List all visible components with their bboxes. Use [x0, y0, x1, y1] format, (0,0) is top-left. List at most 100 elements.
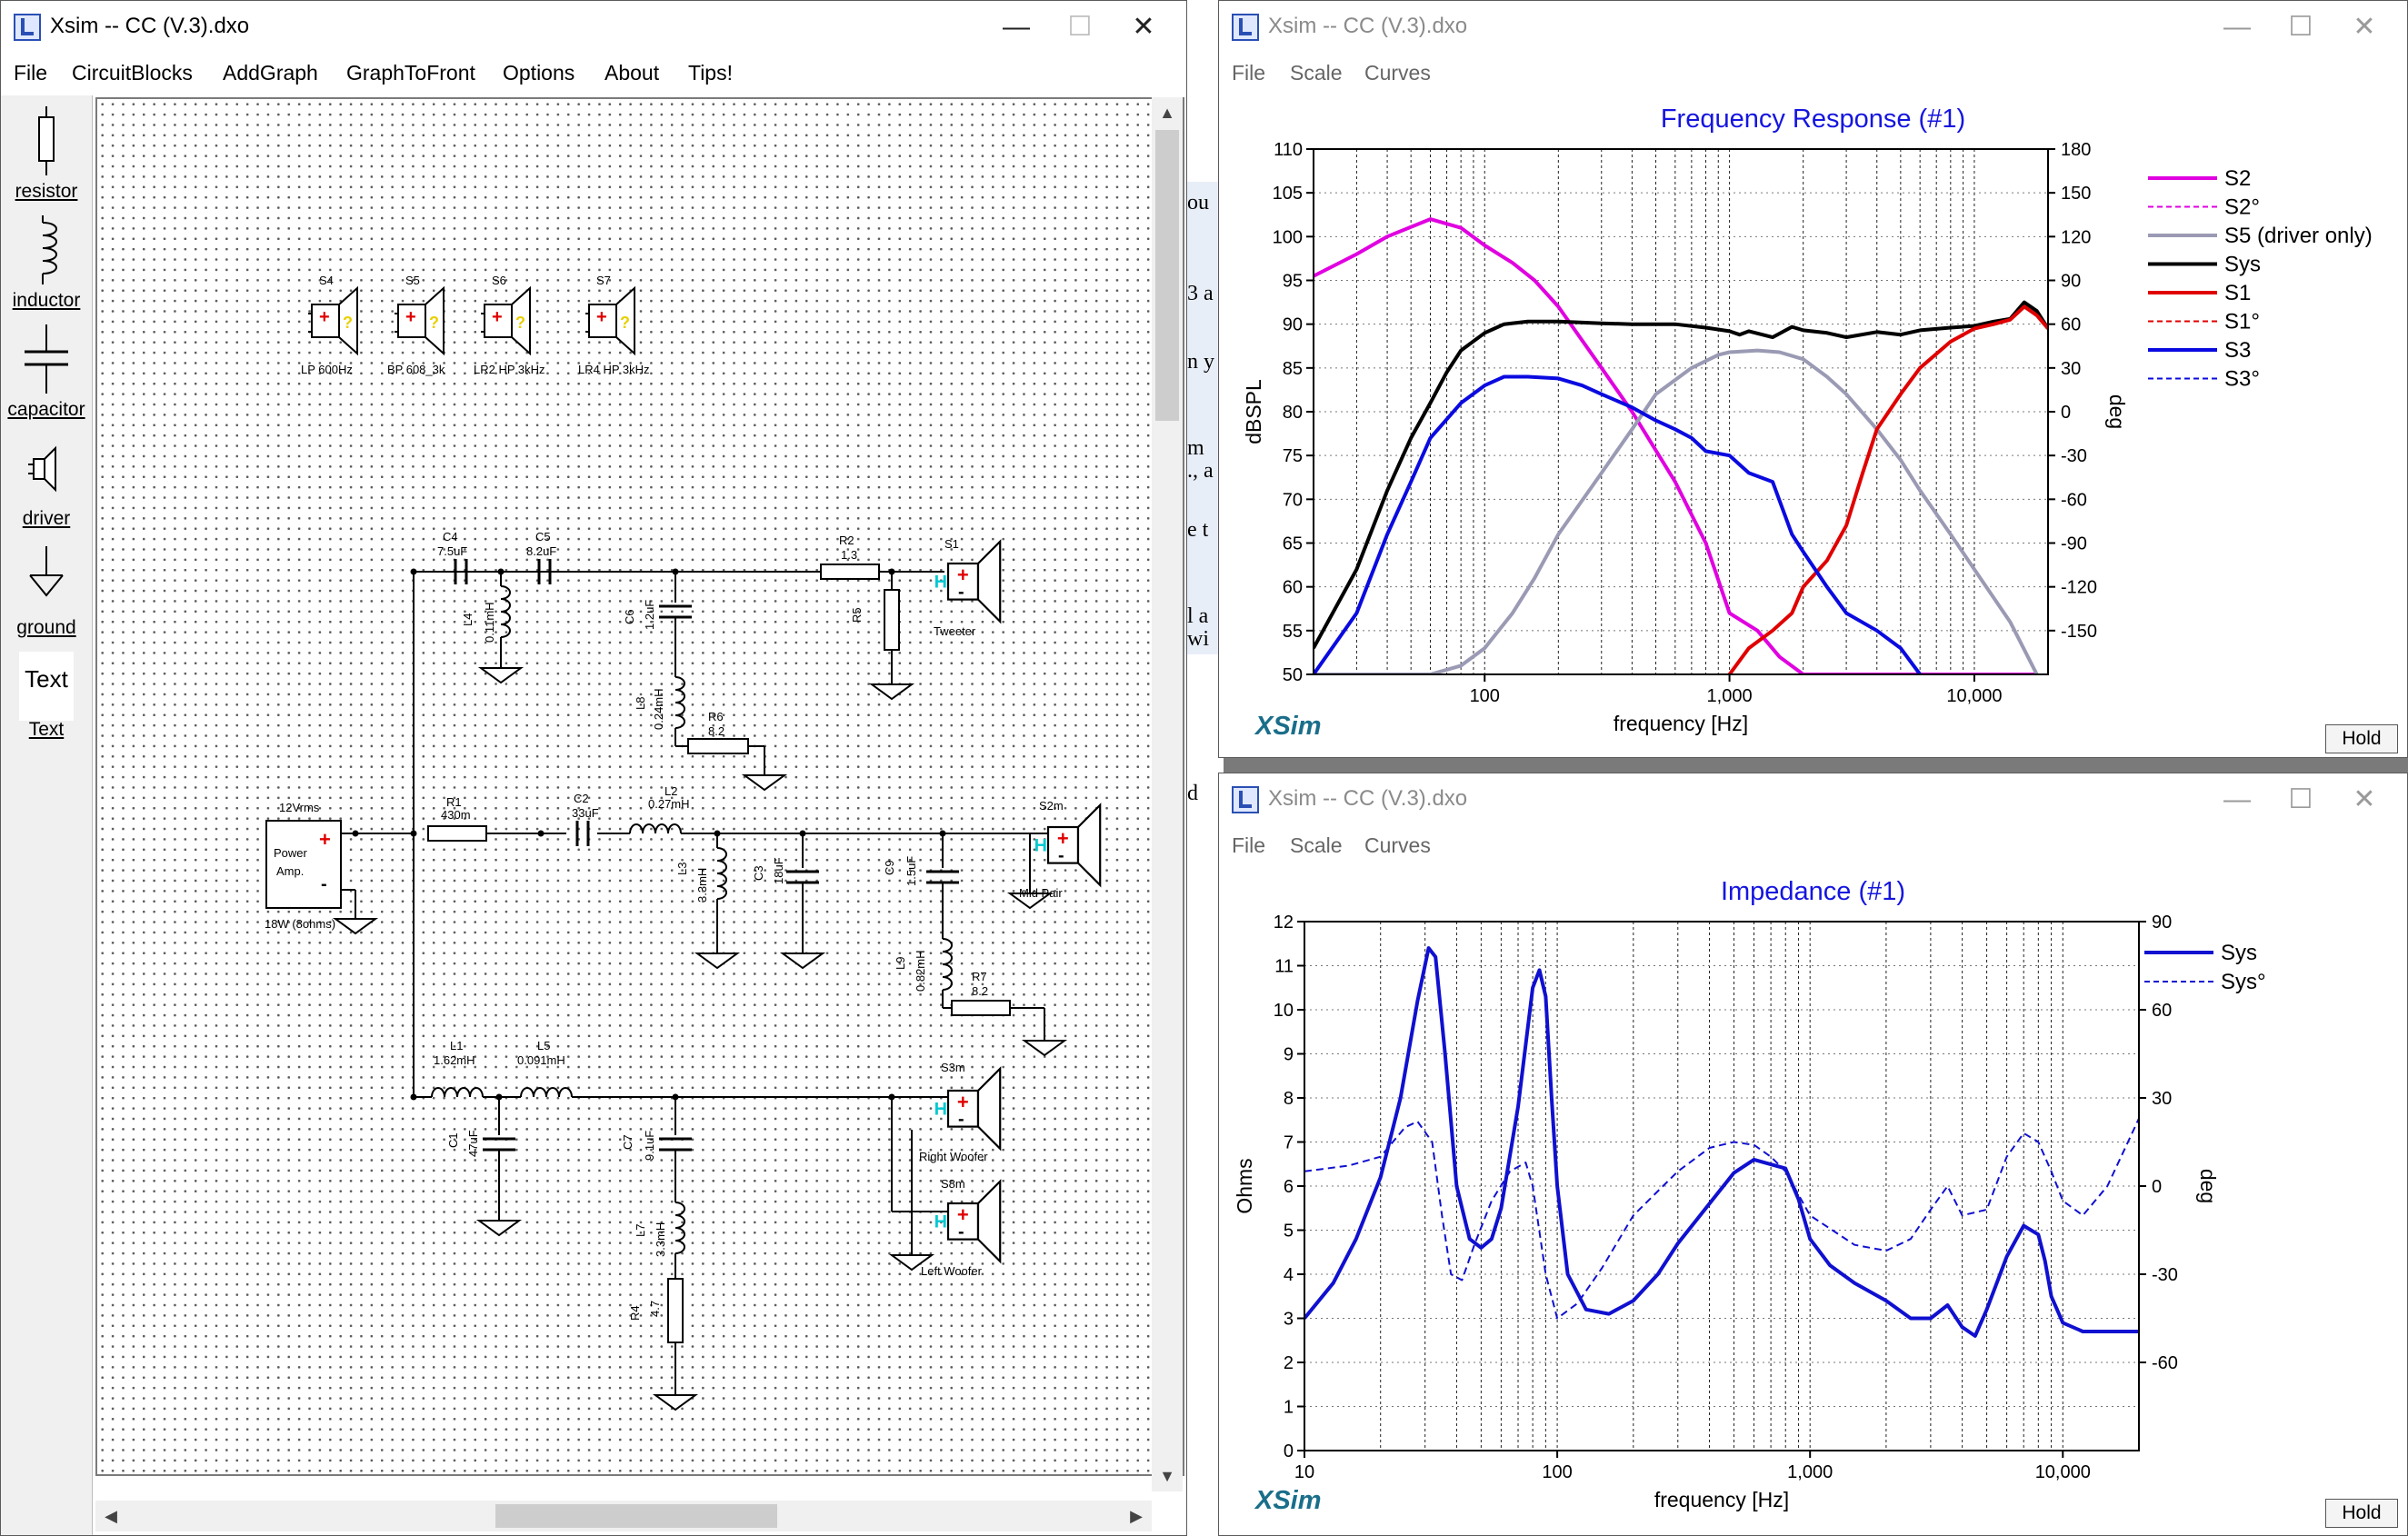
x-tick-label: 10,000	[2035, 1462, 2091, 1482]
hold-button[interactable]: Hold	[2325, 724, 2398, 753]
scroll-up-icon[interactable]: ▲	[1159, 104, 1175, 122]
driver-block: +?	[395, 285, 445, 356]
minimize-icon[interactable]: —	[2223, 784, 2251, 814]
driver-body	[397, 304, 426, 338]
minimize-icon[interactable]: —	[2223, 12, 2251, 42]
x-axis-label: frequency [Hz]	[1614, 712, 1748, 735]
driver-cone	[615, 285, 635, 356]
minimize-icon[interactable]: —	[1003, 12, 1030, 42]
horizontal-scroll-thumb[interactable]	[495, 1504, 777, 1528]
y2-tick-label: -60	[2152, 1353, 2178, 1373]
maximize-icon[interactable]: ☐	[1067, 12, 1093, 42]
maximize-icon[interactable]: ☐	[2288, 12, 2313, 42]
component-label: 18W (8ohms)	[265, 917, 335, 931]
vertical-scrollbar[interactable]: ▲ ▼	[1152, 97, 1183, 1491]
junction-dot	[410, 568, 417, 575]
ground-symbol	[741, 774, 788, 792]
menu-scale[interactable]: Scale	[1290, 833, 1343, 857]
ground-symbol	[1006, 893, 1054, 910]
palette-inductor[interactable]: inductor	[1, 214, 92, 321]
y2-tick-label: 60	[2152, 1001, 2172, 1021]
component-label: 1.62mH	[434, 1053, 475, 1067]
inductor-coil	[674, 676, 685, 729]
menu-file[interactable]: File	[1232, 61, 1266, 85]
polarity-plus: +	[319, 828, 331, 851]
component-label: 4.7	[648, 1301, 662, 1317]
menu-options[interactable]: Options	[503, 61, 575, 85]
menu-file[interactable]: File	[1232, 833, 1266, 857]
component-label: L5	[537, 1039, 550, 1052]
component-label: 1.3	[841, 548, 857, 562]
driver-body	[946, 1202, 980, 1241]
y2-tick-label: 60	[2061, 315, 2081, 335]
resistor	[884, 589, 900, 651]
series-line-sys	[1314, 300, 2048, 650]
legend-label: S2	[2224, 166, 2251, 191]
component-label: 0.24mH	[652, 688, 665, 730]
menu-curves[interactable]: Curves	[1364, 61, 1431, 85]
graph-titlebar: Xsim -- CC (V.3).dxo — ☐ ✕	[1219, 773, 2407, 828]
close-icon[interactable]: ✕	[2353, 12, 2376, 42]
hold-button[interactable]: Hold	[2325, 1499, 2398, 1528]
palette-capacitor[interactable]: capacitor	[1, 323, 92, 430]
polarity-marker: ?	[620, 314, 630, 332]
menu-graphtofront[interactable]: GraphToFront	[346, 61, 475, 85]
palette-text[interactable]: Text Text	[1, 650, 92, 757]
menu-scale[interactable]: Scale	[1290, 61, 1343, 85]
palette-label: inductor	[12, 290, 81, 311]
y-tick-label: 7	[1284, 1133, 1294, 1153]
plot-frame	[1304, 921, 2140, 1451]
background-text-line: m	[1187, 436, 1204, 460]
y-tick-label: 75	[1283, 446, 1303, 466]
driver-cone	[976, 539, 1002, 624]
series-line-sys	[1304, 1118, 2139, 1320]
polarity-marker: ?	[429, 314, 439, 332]
component-label: C5	[535, 530, 551, 544]
scroll-left-icon[interactable]: ◀	[105, 1507, 117, 1525]
palette-driver[interactable]: driver	[1, 432, 92, 539]
y-tick-label: 9	[1284, 1045, 1294, 1065]
polarity-plus: +	[405, 307, 416, 327]
background-text-line: d	[1187, 782, 1198, 805]
y-tick-label: 12	[1274, 913, 1294, 933]
resistor	[427, 825, 487, 842]
polarity-plus: +	[1057, 827, 1069, 850]
resistor	[687, 738, 749, 754]
maximize-icon[interactable]: ☐	[2288, 784, 2313, 814]
component-label: 3.3mH	[654, 1222, 667, 1257]
driver-block: +?	[481, 285, 531, 356]
component-label: 47uF	[466, 1130, 480, 1157]
ground-symbol	[888, 1254, 935, 1272]
scroll-down-icon[interactable]: ▼	[1159, 1467, 1175, 1485]
impedance-window: Xsim -- CC (V.3).dxo — ☐ ✕ File Scale Cu…	[1218, 773, 2408, 1536]
component-label: 0.091mH	[517, 1053, 565, 1067]
palette-ground[interactable]: ground	[1, 541, 92, 648]
legend-label: S1°	[2224, 310, 2260, 334]
window-title: Xsim -- CC (V.3).dxo	[1268, 786, 1468, 811]
vertical-scroll-thumb[interactable]	[1155, 130, 1179, 421]
series-group	[1304, 946, 2139, 1338]
menu-file[interactable]: File	[14, 61, 48, 85]
inductor-coil	[520, 1087, 573, 1098]
close-icon[interactable]: ✕	[1132, 12, 1155, 42]
y-tick-label: 1	[1284, 1398, 1294, 1418]
horizontal-scrollbar[interactable]: ◀ ▶	[95, 1501, 1152, 1531]
menu-tips[interactable]: Tips!	[688, 61, 733, 85]
menu-circuitblocks[interactable]: CircuitBlocks	[72, 61, 193, 85]
series-line-s1	[1727, 304, 2048, 674]
main-window: Xsim -- CC (V.3).dxo — ☐ ✕ File CircuitB…	[0, 0, 1187, 1536]
component-label: R5	[850, 607, 864, 623]
y-tick-label: 5	[1284, 1222, 1294, 1242]
menu-curves[interactable]: Curves	[1364, 833, 1431, 857]
menu-about[interactable]: About	[604, 61, 660, 85]
scroll-right-icon[interactable]: ▶	[1130, 1507, 1143, 1525]
background-text-line: l a	[1187, 604, 1209, 628]
palette-resistor[interactable]: resistor	[1, 105, 92, 212]
close-icon[interactable]: ✕	[2353, 784, 2376, 814]
app-icon	[1232, 14, 1259, 41]
y-tick-label: 100	[1273, 227, 1303, 247]
component-label: 1.2uF	[643, 600, 656, 630]
menu-addgraph[interactable]: AddGraph	[223, 61, 318, 85]
